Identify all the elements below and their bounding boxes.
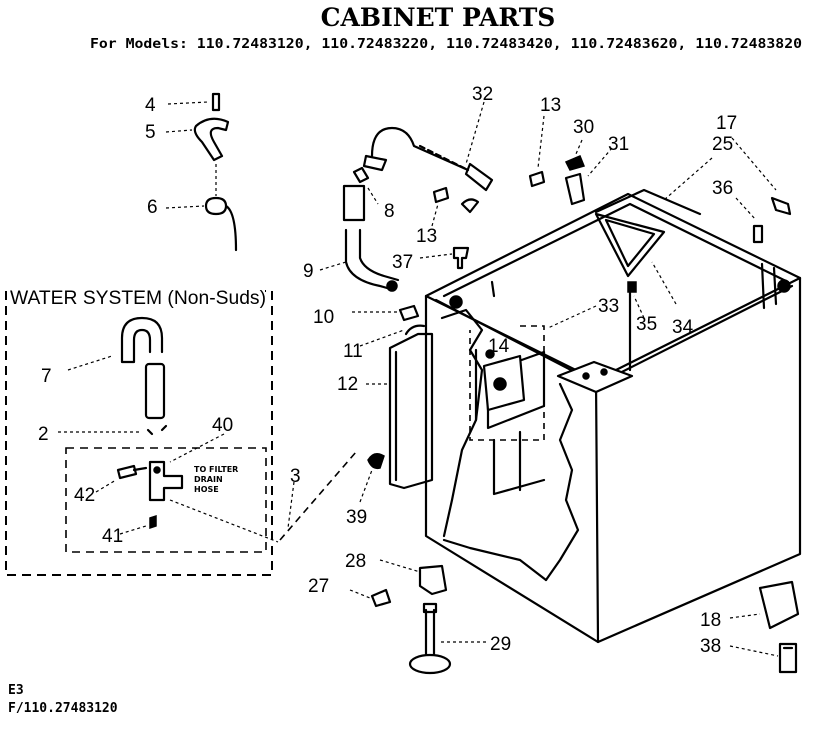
- callout-numbers: 4 5 6 7 2 40 42 41 3 32 8 9 10 11 12 13 …: [38, 84, 737, 657]
- inset-note-line-1: TO FILTER: [194, 465, 238, 474]
- diagram-title: CABINET PARTS: [321, 3, 556, 32]
- callout-37: 37: [392, 252, 413, 273]
- clip-11-part: [404, 324, 426, 336]
- callout-11: 11: [343, 341, 363, 362]
- callout-40: 40: [212, 415, 233, 436]
- callout-9: 9: [303, 261, 314, 282]
- clip-27-part: [370, 588, 392, 608]
- screw-13-part: [432, 186, 450, 204]
- screw-38-part: [778, 642, 798, 674]
- clip-10-part: [398, 304, 420, 322]
- cabinet-outline: [424, 192, 802, 644]
- callout-27: 27: [308, 576, 329, 597]
- cabinet-body: [279, 137, 802, 675]
- callout-29: 29: [490, 634, 511, 655]
- callout-28: 28: [345, 551, 366, 572]
- callout-14: 14: [488, 336, 510, 357]
- harness-32-part: [370, 126, 470, 172]
- callout-38: 38: [700, 636, 721, 657]
- leveling-leg-29-part: [424, 608, 436, 656]
- nut-8-part: [352, 166, 370, 184]
- bushing-39-part: [367, 453, 385, 470]
- bracket-18-part: [758, 580, 800, 630]
- footer-code: E3: [8, 683, 24, 698]
- water-system-label: WATER SYSTEM (Non-Suds): [10, 288, 266, 309]
- part-30: [564, 155, 586, 171]
- water-system-inset: WATER SYSTEM (Non-Suds) TO FILTER DRAIN …: [5, 288, 279, 576]
- callout-2: 2: [38, 424, 49, 445]
- callout-6: 6: [147, 197, 158, 218]
- callout-32: 32: [472, 84, 493, 105]
- callout-7: 7: [41, 366, 52, 387]
- callout-4: 4: [145, 95, 156, 116]
- bracket-5-part: [193, 117, 230, 162]
- callout-10: 10: [313, 307, 334, 328]
- foot-bracket-28-part: [418, 564, 448, 596]
- fitting-8-part: [342, 184, 366, 222]
- u-hose-part: [120, 316, 164, 364]
- callout-25: 25: [712, 134, 733, 155]
- brace-34-part: [594, 212, 666, 278]
- model-list: For Models: 110.72483120, 110.72483220, …: [90, 37, 802, 52]
- gusset-part: [556, 360, 634, 394]
- fitting-41-part: [149, 514, 157, 530]
- callout-18: 18: [700, 610, 721, 631]
- screw-42-part: [116, 464, 138, 480]
- screw-4-part: [211, 92, 221, 112]
- callout-13: 13: [416, 226, 437, 247]
- hose-assembly: [319, 101, 546, 503]
- callout-41: 41: [102, 526, 123, 547]
- callout-12: 12: [337, 374, 358, 395]
- callout-35: 35: [636, 314, 657, 335]
- clamp-part: [146, 424, 168, 436]
- part-31: [564, 172, 586, 206]
- callout-13-top: 13: [540, 95, 561, 116]
- callout-8: 8: [384, 201, 395, 222]
- inset-note-line-2: DRAIN: [194, 475, 223, 484]
- callout-17: 17: [716, 113, 737, 134]
- callout-30: 30: [573, 117, 594, 138]
- callout-34: 34: [672, 317, 694, 338]
- screw-37-part: [452, 246, 470, 270]
- screw-13b-part: [528, 170, 546, 188]
- clip-17-part: [770, 196, 792, 216]
- callout-31: 31: [608, 134, 629, 155]
- callout-36: 36: [712, 178, 733, 199]
- footer-model-ref: F/110.27483120: [8, 701, 118, 716]
- callout-42: 42: [74, 485, 95, 506]
- callout-39: 39: [346, 507, 367, 528]
- callout-33: 33: [598, 296, 619, 317]
- callout-3: 3: [290, 466, 301, 487]
- callout-5: 5: [145, 122, 156, 143]
- back-panel-12-part: [388, 332, 434, 490]
- screw-36-part: [752, 224, 764, 244]
- left-small-parts: [165, 92, 238, 252]
- straight-hose-part: [144, 362, 166, 420]
- hose-9-part: [344, 228, 400, 292]
- inset-note-line-3: HOSE: [194, 485, 219, 494]
- hose-6-part: [204, 196, 238, 252]
